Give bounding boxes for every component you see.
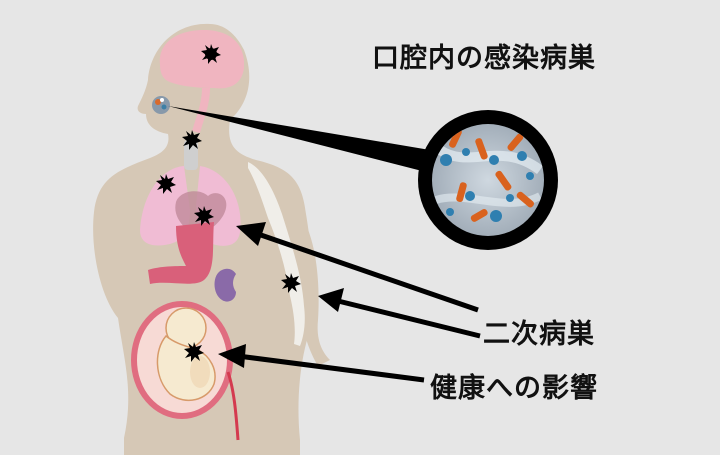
arrow-to-fetus [218, 344, 425, 383]
arrows [218, 222, 481, 383]
bacteria-magnified-view [418, 110, 558, 250]
fetus [156, 307, 216, 402]
lesion-icon-heart [194, 206, 214, 226]
arrow-to-arm [318, 288, 481, 339]
oral-infection-label: 口腔内の感染病巣 [372, 43, 596, 74]
umbilical-cord [226, 371, 240, 441]
secondary-focus-label: 二次病巣 [483, 319, 595, 350]
arrow-to-heart [236, 222, 479, 313]
kidney [214, 268, 236, 302]
lesion-icon-throat [182, 130, 202, 150]
lesion-icon-brain [201, 44, 221, 64]
trachea [184, 140, 198, 170]
brain-stem [192, 87, 210, 134]
lesion-icon-lung [156, 174, 176, 194]
lesion-icon-fetus [184, 342, 204, 362]
brain [159, 30, 245, 89]
zoom-pointer [168, 106, 430, 172]
health-impact-label: 健康への影響 [430, 373, 598, 404]
lesion-markers [156, 44, 301, 362]
lesion-icon-arm [281, 273, 301, 293]
stomach [148, 222, 214, 284]
mouth-bacteria-icon [152, 96, 170, 114]
